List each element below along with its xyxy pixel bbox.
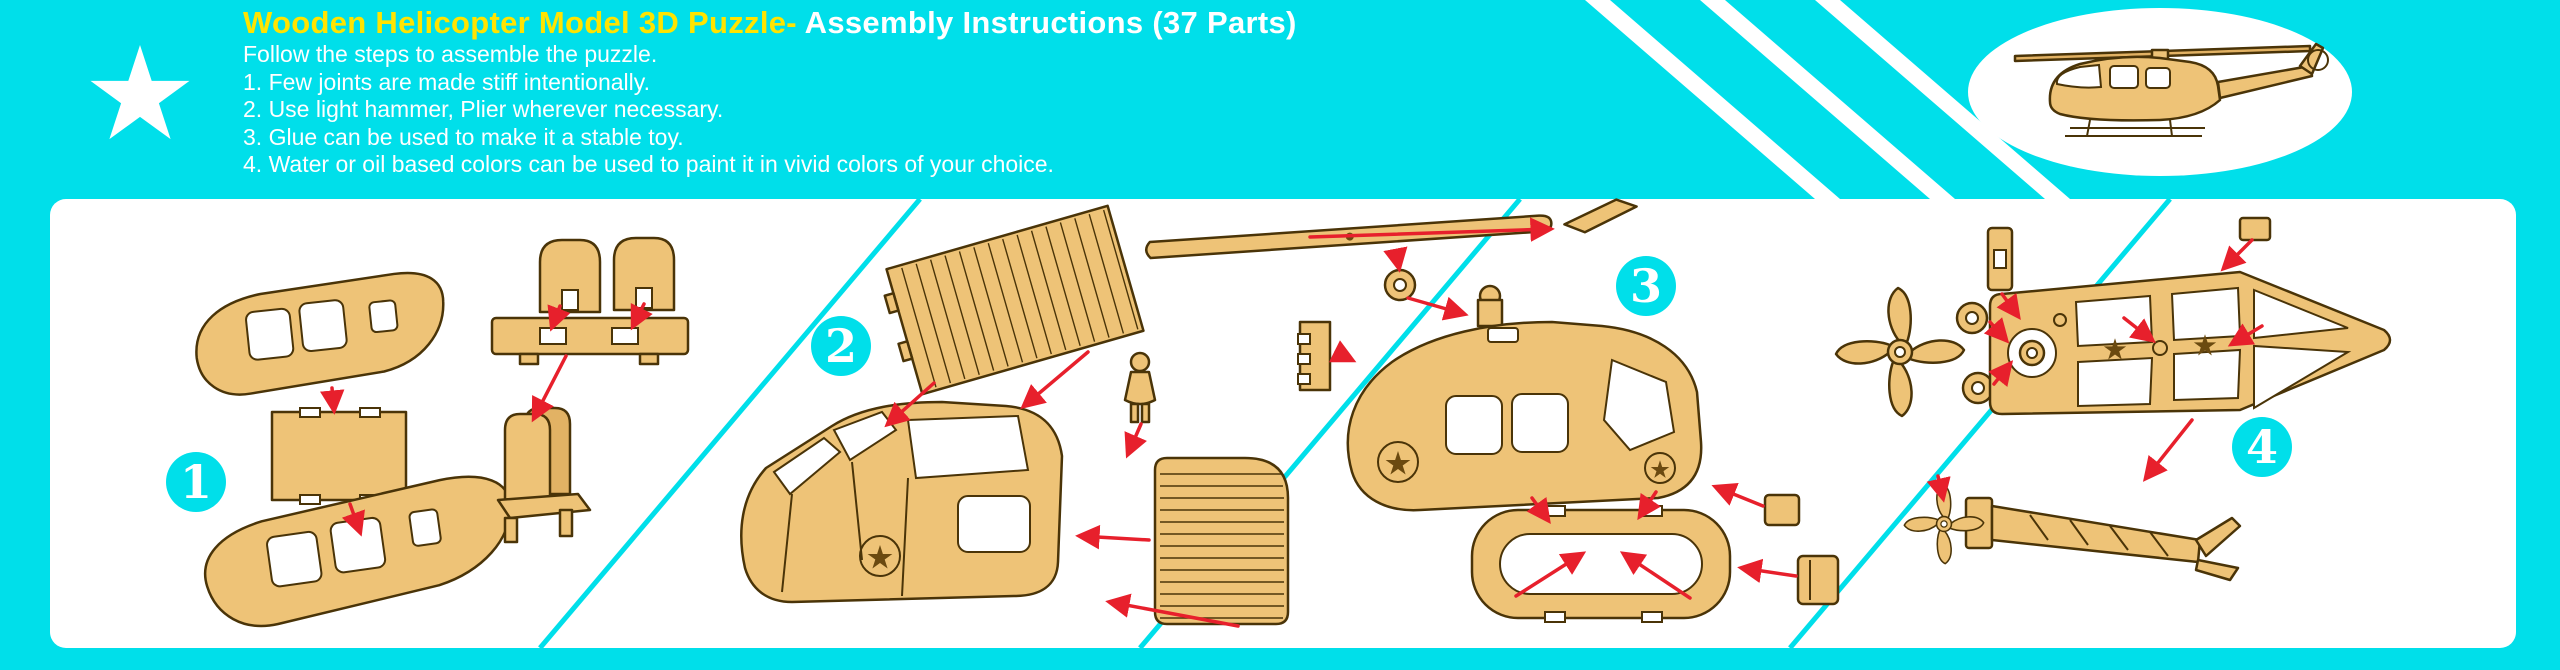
step4-top-peg bbox=[2238, 216, 2272, 242]
step-3-badge: 3 bbox=[1616, 256, 1676, 316]
instruction-line-3: 2. Use light hammer, Plier wherever nece… bbox=[243, 96, 724, 122]
step2-roof-slat-panel bbox=[883, 204, 1145, 396]
step-2-number: 2 bbox=[825, 319, 857, 373]
step1-side-panel-top bbox=[195, 271, 445, 396]
star-icon bbox=[90, 45, 190, 140]
step3-base-frame bbox=[1470, 505, 1732, 623]
step2-assembly-arrows bbox=[884, 350, 1240, 628]
step3-assembly-arrows bbox=[1308, 217, 1798, 600]
step2-cabin-assembly bbox=[740, 400, 1064, 604]
step4-washer-rings bbox=[1955, 301, 1995, 405]
step-4-number: 4 bbox=[2246, 420, 2278, 474]
step4-assembly-arrows bbox=[1926, 238, 2264, 503]
step1-seat-backs bbox=[538, 236, 676, 314]
step2-pilot-figure bbox=[1123, 351, 1157, 424]
step3-small-block bbox=[1763, 493, 1801, 527]
step4-assembled-tail-boom bbox=[1903, 483, 2242, 582]
page-title: Wooden Helicopter Model 3D Puzzle- Assem… bbox=[243, 5, 1297, 41]
title-product-name: Wooden Helicopter Model 3D Puzzle- bbox=[243, 5, 797, 40]
instruction-line-1: Follow the steps to assemble the puzzle. bbox=[243, 41, 658, 67]
step4-tail-boom-lattice bbox=[1988, 270, 2392, 416]
step1-floor-panel bbox=[270, 407, 408, 505]
step2-door-slat-panel bbox=[1153, 456, 1290, 626]
instruction-line-2: 1. Few joints are made stiff intentional… bbox=[243, 68, 650, 95]
step3-rotor-hub bbox=[1383, 268, 1504, 328]
step3-diagram: 3 bbox=[1144, 198, 1840, 623]
step-2-badge: 2 bbox=[811, 316, 871, 376]
step-3-number: 3 bbox=[1630, 259, 1662, 313]
step3-cabin-shell bbox=[1346, 320, 1703, 512]
assembled-helicopter-photo bbox=[1968, 8, 2352, 176]
step-1-badge: 1 bbox=[166, 452, 226, 512]
footer-band bbox=[0, 648, 2560, 670]
step-4-badge: 4 bbox=[2232, 417, 2292, 477]
step1-assembly-arrows bbox=[320, 302, 653, 537]
step-1-number: 1 bbox=[180, 455, 212, 509]
instruction-line-4: 3. Glue can be used to make it a stable … bbox=[243, 123, 684, 150]
step1-diagram: 1 bbox=[166, 236, 690, 628]
step4-upright-strip bbox=[1986, 226, 2014, 292]
speed-stripes bbox=[1585, 0, 2070, 199]
title-subtitle: Assembly Instructions (37 Parts) bbox=[796, 5, 1297, 40]
step3-small-bracket bbox=[1796, 554, 1840, 606]
step3-side-clip bbox=[1297, 320, 1332, 392]
step4-tail-rotor-fan bbox=[1834, 286, 1966, 418]
step2-diagram: 2 bbox=[740, 204, 1290, 628]
header: Wooden Helicopter Model 3D Puzzle- Assem… bbox=[243, 5, 1297, 179]
instruction-line-5: 4. Water or oil based colors can be used… bbox=[243, 151, 1054, 177]
step4-diagram: 4 bbox=[1834, 216, 2392, 582]
step1-assembled-seat bbox=[496, 406, 592, 544]
